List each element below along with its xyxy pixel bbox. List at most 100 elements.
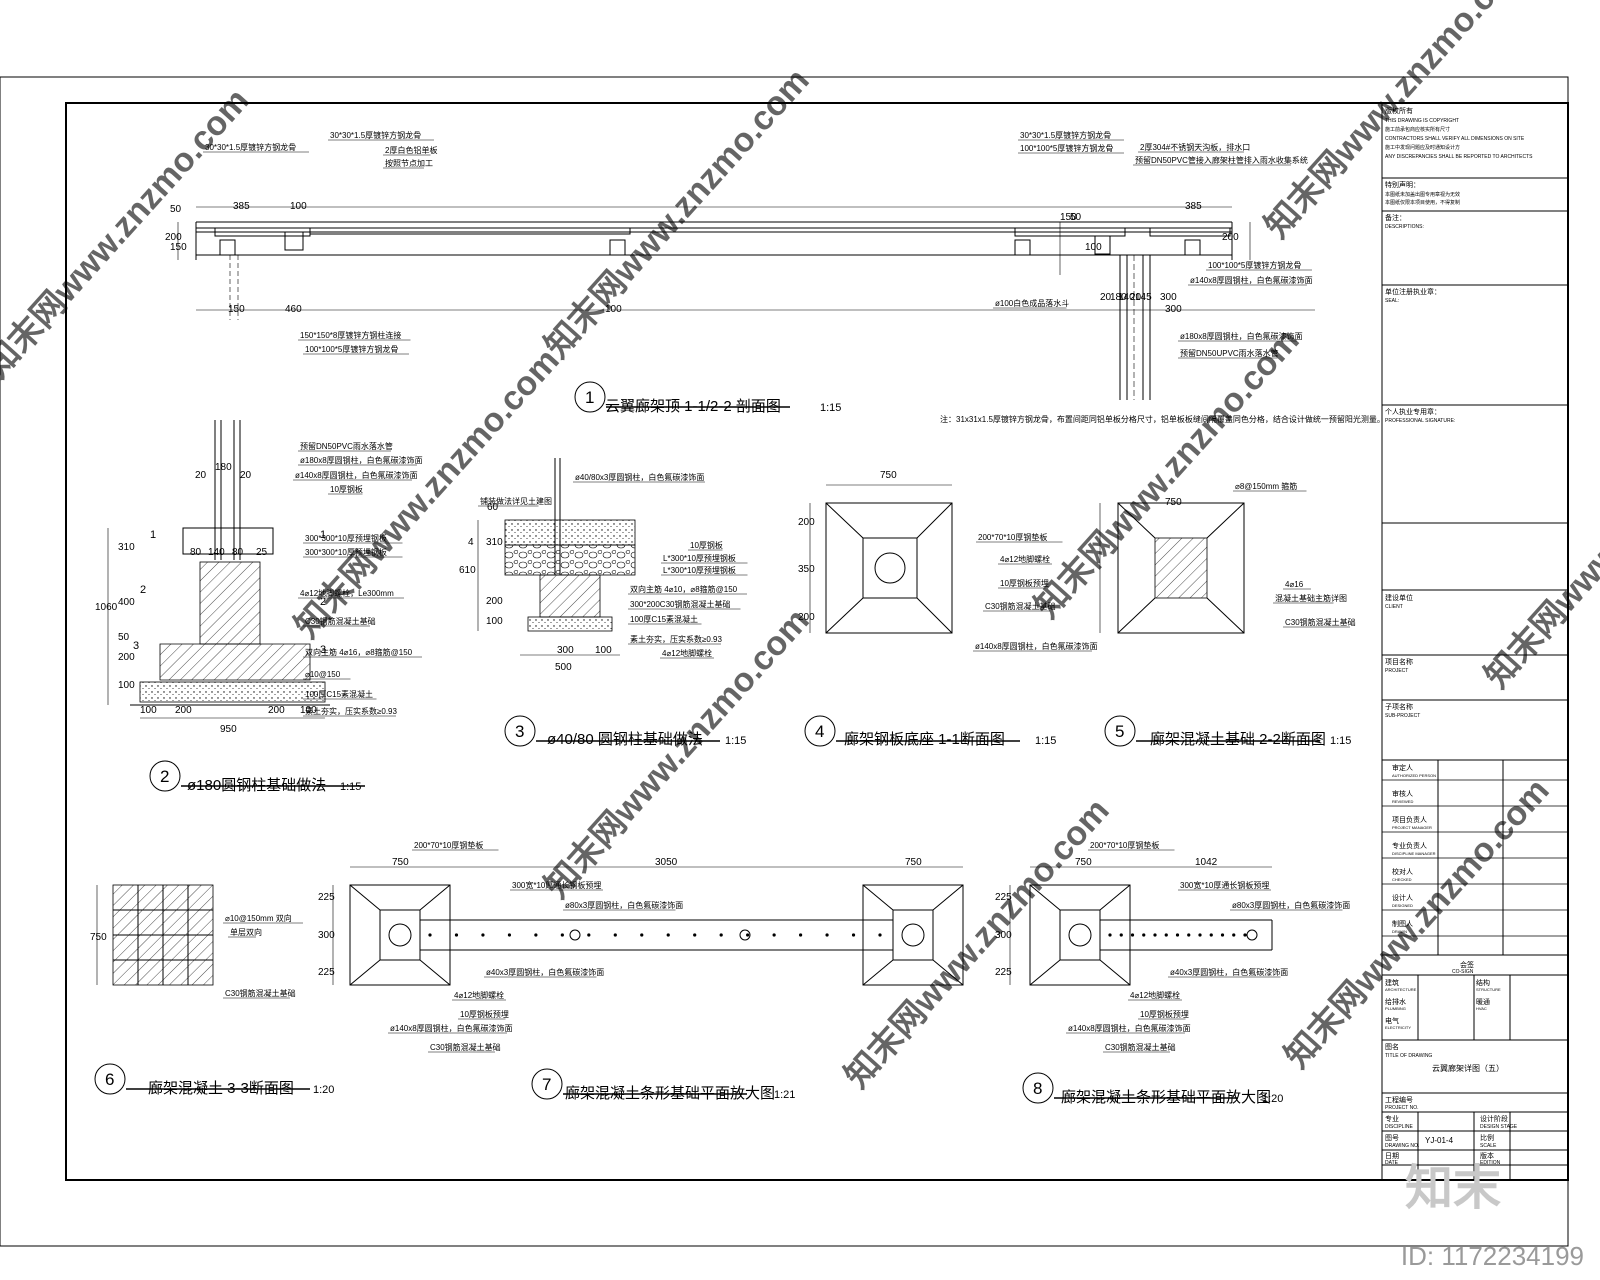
drawing-8-scale: 1:20 — [1262, 1093, 1283, 1105]
drawing-number-circle — [1022, 1072, 1054, 1104]
dimension-label: 750 — [880, 470, 897, 481]
discipline-en: DISCIPLINE — [1385, 1124, 1413, 1130]
callout-label: 预留DN50PVC雨水落水管 — [300, 441, 393, 451]
rod-dot — [746, 933, 750, 937]
brand-watermark: 知末 — [1405, 1160, 1502, 1216]
callout-label: 200*70*10厚钢垫板 — [1090, 840, 1159, 850]
dimension-label: 100 — [140, 705, 157, 716]
dimension-label: 750 — [90, 932, 107, 943]
dimension-label: 100 — [605, 304, 622, 315]
dimension-label: 200 — [798, 517, 815, 528]
client-label: 建设单位 — [1385, 593, 1413, 602]
drawing-number-circle — [504, 715, 536, 747]
callout-label: 预留DN50UPVC雨水落水管 — [1180, 348, 1279, 358]
callout-label: 单层双向 — [230, 927, 262, 937]
cosign-table: 建筑ARCHITECTURE结构STRUCTURE给排水PLUMBING暖通HV… — [1385, 978, 1501, 1030]
callout-label: 10厚钢板预埋 — [1140, 1009, 1189, 1019]
dimension-label: 100 — [118, 680, 135, 691]
callout-label: 150*150*8厚镀锌方钢柱连接 — [300, 330, 401, 340]
watermark-text: 知末网www.znzmo.com — [1478, 392, 1600, 696]
callout-label: ø80x3厚圆钢柱，白色氟碳漆饰面 — [1232, 900, 1350, 910]
dimension-label: 200 — [268, 705, 285, 716]
drawing-number: 4 — [815, 722, 824, 741]
client-en: CLIENT — [1385, 604, 1403, 610]
callout-label: C30钢筋混凝土基础 — [225, 988, 296, 998]
callout-label: 2厚白色铝单板 — [385, 145, 437, 155]
section-mark: 1 — [320, 529, 326, 541]
callout-label: ø140x8厚圆钢柱，白色氟碳漆饰面 — [1068, 1023, 1191, 1033]
desc-label: 备注： — [1385, 213, 1406, 222]
discipline-label: 专业 — [1385, 1114, 1399, 1123]
drawing-1-note: 注：31x31x1.5厚镀锌方钢龙骨，布置间距同铝单板分格尺寸，铝单板板缝间隔覆… — [940, 414, 1385, 424]
rod-dot — [454, 933, 459, 937]
dimension-label: 225 — [995, 892, 1012, 903]
watermark-text: 知末网www.znzmo.com — [838, 792, 1117, 1096]
dimension-label: 4 — [468, 537, 474, 548]
callout-labels: 30*30*1.5厚镀锌方钢龙骨30*30*1.5厚镀锌方钢龙骨2厚白色铝单板按… — [90, 130, 1356, 1053]
project-en: PROJECT — [1385, 668, 1408, 674]
subproject-en: SUB-PROJECT — [1385, 713, 1420, 719]
section-mark: 3 — [133, 640, 139, 652]
callout-label: 300宽*10厚通长钢板预埋 — [512, 880, 601, 890]
watermark-text: 知末网www.znzmo.com — [0, 82, 257, 386]
rod-dot — [587, 933, 591, 937]
drawing-1-scale: 1:15 — [820, 402, 841, 414]
dimension-label: 300 — [557, 645, 574, 656]
role-en: AUTHORIZED PERSON — [1392, 773, 1436, 778]
inner-border — [65, 102, 1569, 1181]
callout-label: C30钢筋混凝土基础 — [430, 1042, 501, 1052]
notes-line: 本图纸仅限本项目使用，不得复制 — [1385, 199, 1460, 206]
cosign-cell-en: PLUMBING — [1385, 1006, 1406, 1011]
dimension-label: 140 — [208, 547, 225, 558]
drawing-4: 廊架钢板底座 1-1断面图 1:15 — [809, 484, 1056, 748]
rod-dot — [640, 933, 644, 937]
section-mark: 2 — [320, 596, 326, 608]
signature-label: 个人执业专用章： — [1385, 407, 1441, 416]
job-no-en: PROJECT NO. — [1385, 1105, 1419, 1111]
rod-dot — [878, 933, 882, 937]
drawing-4-title: 廊架钢板底座 1-1断面图 — [844, 730, 1005, 748]
dimension-label: 25 — [256, 547, 268, 558]
callout-label: ø180x8厚圆钢柱，白色氟碳漆饰面 — [1180, 331, 1303, 341]
dimension-label: 750 — [1075, 857, 1092, 868]
dimension-label: 100 — [300, 705, 317, 716]
dimension-label: 100 — [595, 645, 612, 656]
dimension-label: 400 — [118, 597, 135, 608]
role-label: 项目负责人 — [1392, 815, 1427, 824]
drawing-number-circle — [149, 760, 181, 792]
cosign-cell-en: ARCHITECTURE — [1385, 987, 1417, 992]
dimension-label: 200 — [175, 705, 192, 716]
copyright-title: 版权所有 — [1385, 106, 1413, 115]
role-label: 审核人 — [1392, 789, 1413, 798]
drawing-number: 1 — [585, 388, 594, 407]
cosign-cell-en: ELECTRICITY — [1385, 1025, 1411, 1030]
rod-dot — [825, 933, 829, 937]
image-id: ID: 1172234199 — [1400, 1241, 1584, 1271]
dimension-label: 350 — [798, 564, 815, 575]
dimension-label: 1042 — [1195, 857, 1218, 868]
rod-dot — [1220, 933, 1225, 937]
callout-label: 100*100*5厚镀锌方钢龙骨 — [305, 344, 398, 354]
drawing-number-circle — [531, 1068, 563, 1100]
drawing-5-title: 廊架混凝土基础 2-2断面图 — [1150, 731, 1326, 748]
callout-label: 100*100*5厚镀锌方钢龙骨 — [1020, 143, 1113, 153]
dimension-label: 225 — [318, 967, 335, 978]
callout-label: ø80x3厚圆钢柱，白色氟碳漆饰面 — [565, 900, 683, 910]
callout-label: 30*30*1.5厚镀锌方钢龙骨 — [205, 142, 296, 152]
rod-dot — [534, 933, 538, 937]
rod-dot — [719, 933, 723, 937]
dimension-label: 180 — [1110, 292, 1127, 303]
cosign-cell-label: 暖通 — [1476, 997, 1490, 1006]
role-en: REVIEWED — [1392, 799, 1413, 804]
rod-dot — [666, 933, 670, 937]
callout-label: 双向主筋 4⌀10，⌀8箍筋@150 — [630, 584, 738, 594]
callout-label: ø140x8厚圆钢柱，白色氟碳漆饰面 — [1190, 275, 1313, 285]
drawing-number: 5 — [1115, 722, 1124, 741]
callout-label: 100厚C15素混凝土 — [630, 614, 698, 624]
dimension-label: 460 — [285, 304, 302, 315]
drawing-2-scale: 1:15 — [340, 781, 361, 793]
callout-label: ø180x8厚圆钢柱，白色氟碳漆饰面 — [300, 455, 423, 465]
dimension-label: 3050 — [655, 857, 678, 868]
